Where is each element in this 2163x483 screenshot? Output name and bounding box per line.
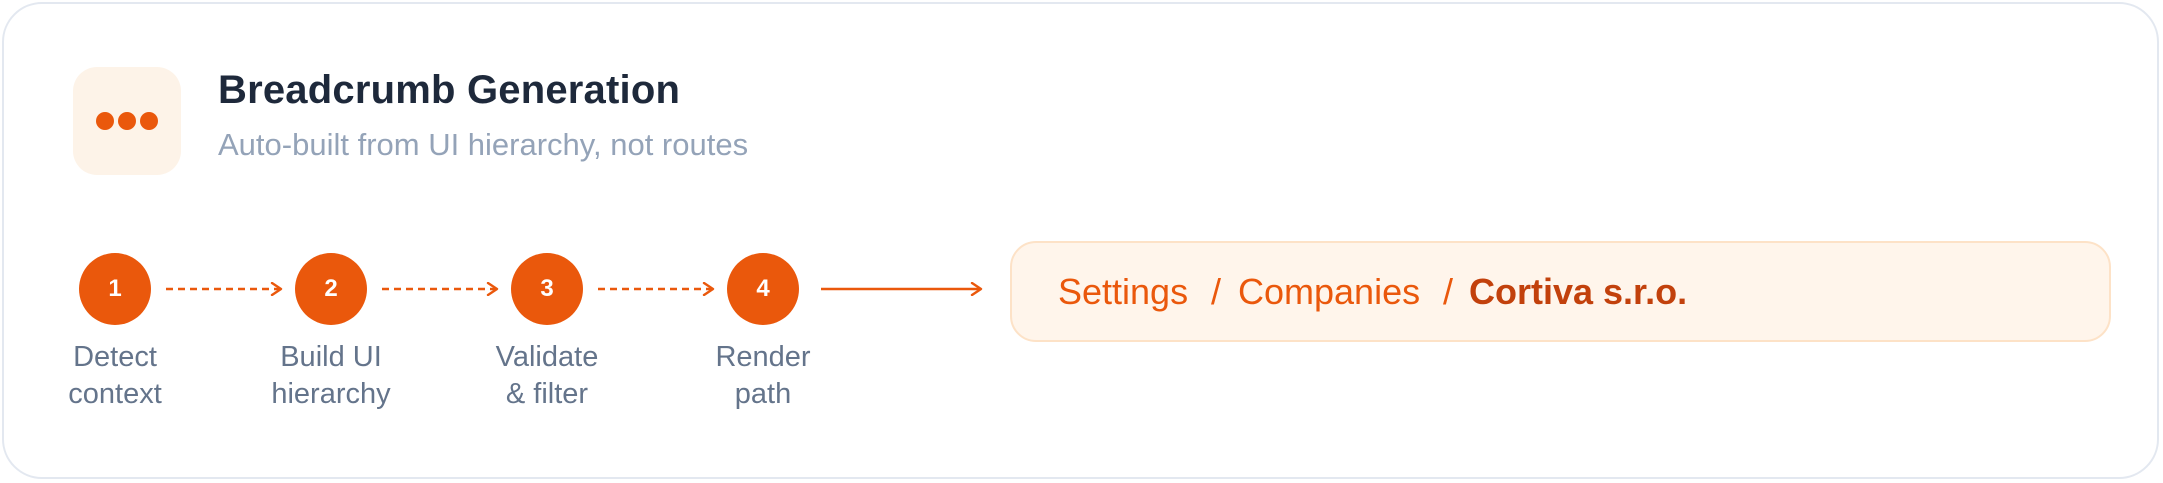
step-4-label-line2: path: [734, 378, 792, 410]
step-1-badge: 1: [79, 253, 151, 325]
step-1-label-line2: context: [68, 378, 162, 410]
step-4-label-line1: Render: [715, 341, 811, 373]
step-3-label: Validate & filter: [457, 339, 637, 413]
step-2-label: Build UI hierarchy: [241, 339, 421, 413]
step-2-label-line2: hierarchy: [271, 378, 391, 410]
step-3-label-line1: Validate: [495, 341, 599, 373]
ellipsis-dot: [118, 112, 136, 130]
ellipsis-dot: [140, 112, 158, 130]
step-2-label-line1: Build UI: [280, 341, 382, 373]
ellipsis-icon-tile: [73, 67, 181, 175]
step-3-badge: 3: [511, 253, 583, 325]
step-1-label: Detect context: [25, 339, 205, 413]
breadcrumb-item-settings[interactable]: Settings: [1058, 271, 1189, 312]
step-1-label-line1: Detect: [73, 341, 157, 373]
breadcrumb-separator: /: [1443, 271, 1454, 312]
breadcrumb-separator: /: [1211, 271, 1222, 312]
card-subtitle: Auto-built from UI hierarchy, not routes: [218, 127, 749, 162]
card-title: Breadcrumb Generation: [218, 68, 681, 112]
breadcrumb-item-companies[interactable]: Companies: [1238, 271, 1421, 312]
step-2-badge: 2: [295, 253, 367, 325]
breadcrumb-preview-box: [1010, 241, 2111, 342]
breadcrumb-current-item: Cortiva s.r.o.: [1469, 271, 1688, 312]
step-3-label-line2: & filter: [505, 378, 589, 410]
step-4-badge: 4: [727, 253, 799, 325]
ellipsis-dot: [96, 112, 114, 130]
step-4-label: Render path: [673, 339, 853, 413]
